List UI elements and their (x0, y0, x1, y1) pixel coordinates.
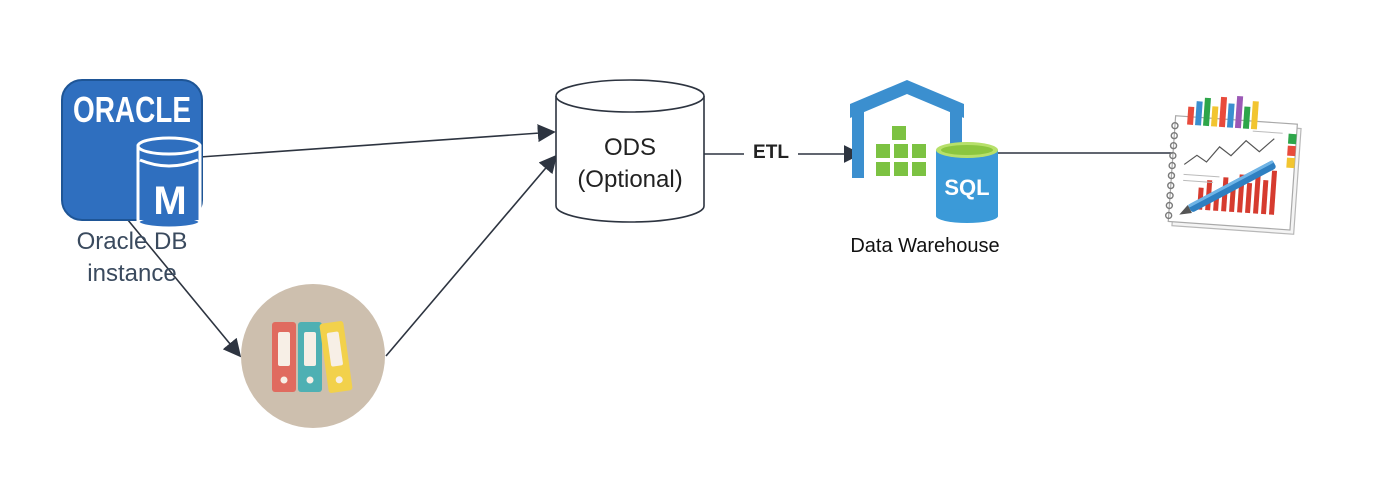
ods-label-line2: (Optional) (577, 166, 683, 193)
oracle-db-icon: ORACLE M (61, 79, 203, 230)
data-warehouse-icon: SQL (850, 80, 998, 223)
data-warehouse-label: Data Warehouse (850, 235, 1000, 257)
ods-cylinder (555, 79, 705, 223)
oracle-db-label-line1: Oracle DB (76, 228, 188, 255)
etl-label: ETL (744, 141, 798, 165)
binders-icon (241, 284, 385, 428)
ods-label-line1: ODS (603, 134, 656, 161)
database-cylinder-icon: M (136, 136, 202, 230)
oracle-logo-text: ORACLE (73, 89, 191, 130)
sql-badge-text: SQL (944, 175, 989, 200)
oracle-badge-letter: M (153, 179, 186, 223)
oracle-db-label-line2: instance (87, 260, 177, 287)
oracle-db-label: Oracle DB instance (52, 226, 212, 290)
arrow-oracle-to-files (117, 207, 242, 358)
arrow-oracle-to-ods (199, 124, 556, 158)
connectors (117, 124, 1192, 358)
sql-database-icon: SQL (936, 142, 998, 223)
report-charts-icon (1164, 95, 1302, 235)
arrow-files-to-ods (385, 154, 558, 357)
ods-label: ODS (Optional) (556, 132, 704, 196)
